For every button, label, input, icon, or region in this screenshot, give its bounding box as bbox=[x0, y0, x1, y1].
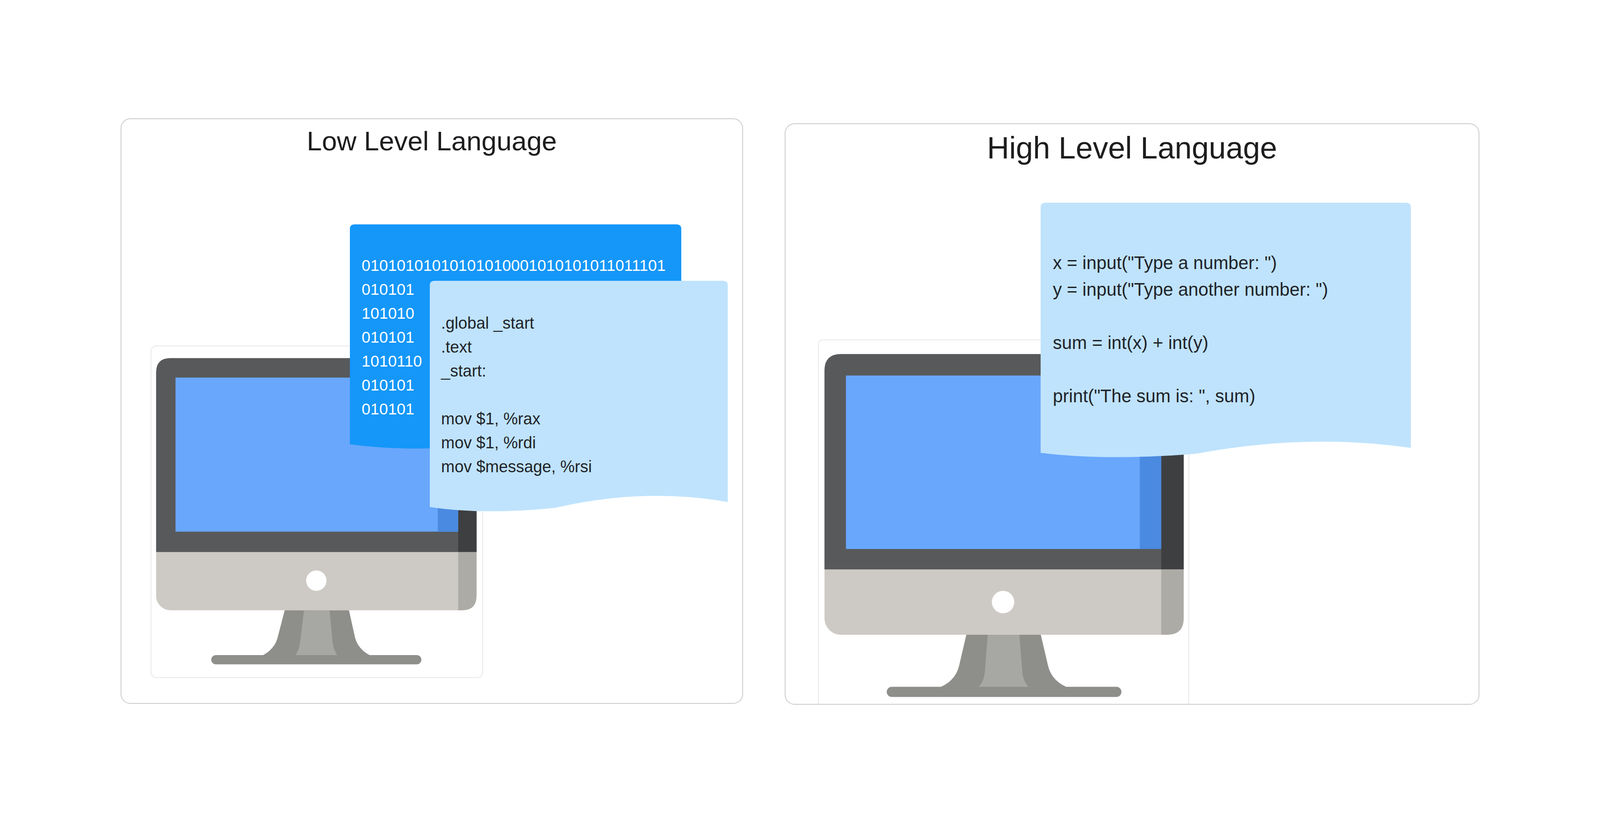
panel-title: Low Level Language bbox=[121, 125, 743, 158]
code-line: .text bbox=[441, 334, 472, 359]
code-line: 010101 bbox=[361, 277, 415, 302]
code-line: 010101 bbox=[361, 325, 415, 349]
code-line: 01010101010101010001010101011011101 bbox=[361, 253, 666, 278]
language-panel: High Level Language x = input("Type a num… bbox=[784, 123, 1480, 705]
code-line: y = input("Type another number: ") bbox=[1052, 276, 1329, 303]
code-line: mov $message, %rsi bbox=[441, 454, 592, 479]
code-line: mov $1, %rdi bbox=[441, 430, 536, 455]
code-line: print("The sum is: ", sum) bbox=[1052, 382, 1256, 410]
code-line: mov $1, %rax bbox=[441, 406, 541, 431]
panel-title: High Level Language bbox=[785, 129, 1479, 167]
language-panel: Low Level Language 0101010101010101000101… bbox=[120, 118, 744, 704]
code-line: 101010 bbox=[361, 301, 415, 326]
code-line: 010101 bbox=[361, 396, 415, 421]
code-line: x = input("Type a number: ") bbox=[1052, 249, 1277, 277]
code-line: _start: bbox=[441, 358, 487, 383]
python-sheet: x = input("Type a number: ")y = input("T… bbox=[1040, 202, 1411, 460]
code-line: 1010110 bbox=[361, 348, 423, 373]
sheet-shape bbox=[1040, 202, 1411, 462]
assembly-sheet: .global _start.text_start:mov $1, %raxmo… bbox=[429, 280, 728, 514]
code-line: sum = int(x) + int(y) bbox=[1052, 329, 1209, 357]
code-line: 010101 bbox=[361, 372, 415, 397]
code-line: .global _start bbox=[441, 311, 535, 335]
